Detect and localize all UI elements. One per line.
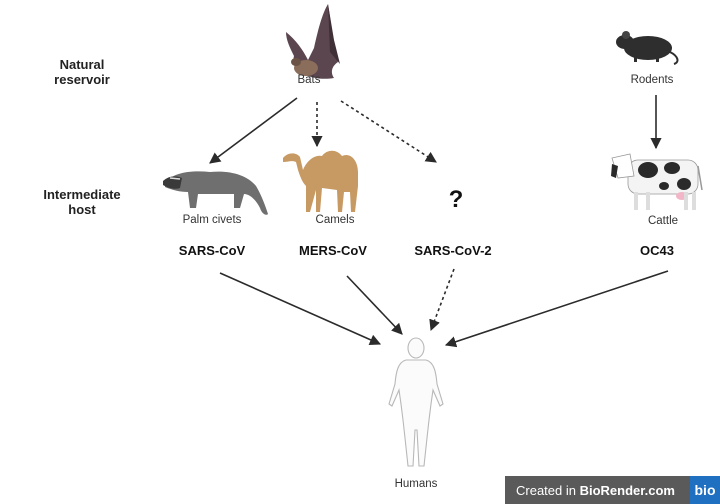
bat-icon [286, 4, 340, 79]
rat-icon [616, 31, 679, 65]
arrows [209, 95, 669, 348]
camel-icon [283, 150, 358, 212]
label-bats: Bats [297, 74, 321, 86]
cow-icon [611, 153, 703, 210]
arrow-bats-to-unknown [340, 100, 437, 163]
unknown-host-mark: ? [448, 186, 464, 213]
arrow-bats-to-civets [209, 97, 298, 164]
virus-sars-cov: SARS-CoV [178, 243, 246, 258]
label-humans: Humans [394, 478, 438, 490]
row-label-natural-reservoir: Natural reservoir [46, 57, 118, 87]
row-label-natural-reservoir-line2: reservoir [54, 72, 110, 87]
arrow-oc43-to-humans [444, 270, 669, 348]
arrow-sars-cov-2-to-humans [429, 268, 455, 332]
row-label-intermediate-host: Intermediate host [34, 187, 130, 217]
label-palm-civets: Palm civets [182, 214, 242, 226]
label-rodents: Rodents [630, 74, 674, 86]
biorender-badge[interactable]: Created in BioRender.com bio [505, 476, 720, 504]
row-label-intermediate-host-line2: host [68, 202, 96, 217]
arrow-mers-cov-to-humans [346, 275, 403, 335]
virus-sars-cov-2: SARS-CoV-2 [414, 243, 492, 258]
virus-oc43: OC43 [640, 243, 674, 258]
label-camels: Camels [315, 214, 355, 226]
badge-prefix: Created in [516, 482, 580, 498]
badge-text: Created in BioRender.com [505, 483, 690, 498]
row-label-natural-reservoir-line1: Natural [59, 57, 105, 72]
civet-icon [163, 171, 268, 215]
label-cattle: Cattle [647, 215, 679, 227]
virus-mers-cov: MERS-CoV [299, 243, 367, 258]
row-label-intermediate-host-line1: Intermediate [43, 187, 121, 202]
biorender-logo-icon: bio [690, 476, 720, 504]
human-icon [388, 337, 444, 467]
badge-brand: BioRender.com [579, 482, 675, 498]
arrow-sars-cov-to-humans [219, 272, 382, 346]
